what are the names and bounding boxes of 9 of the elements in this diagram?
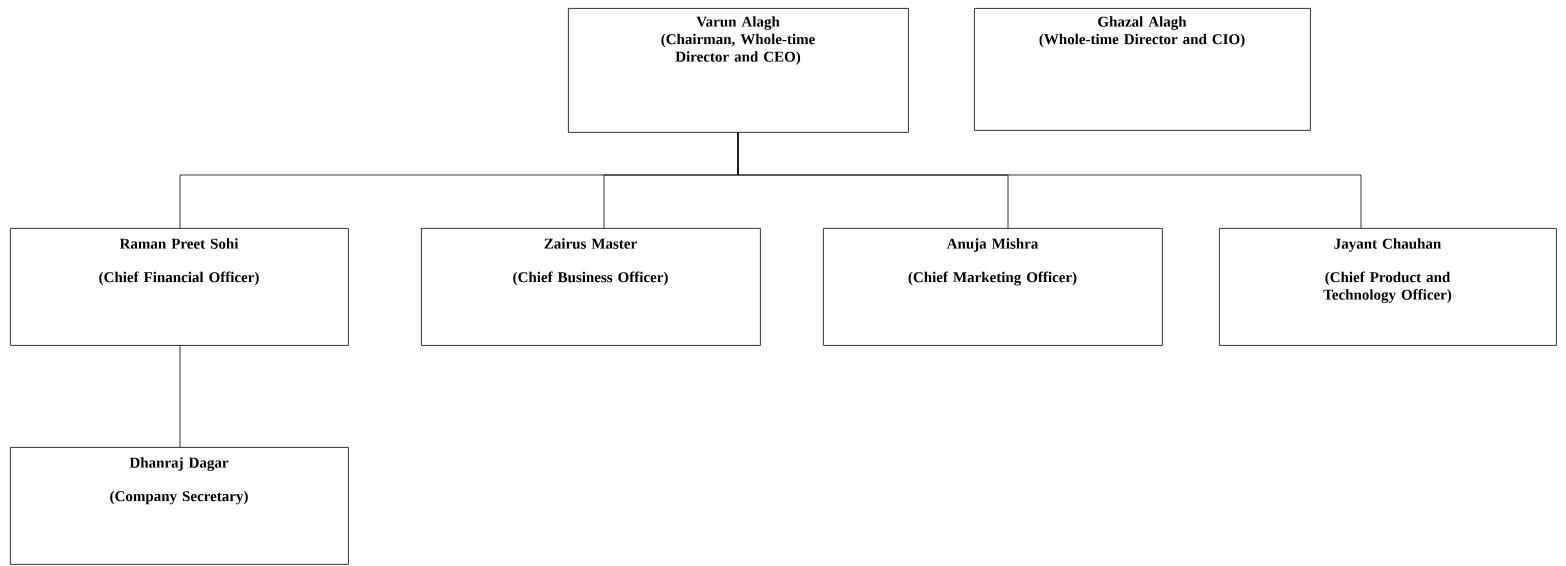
connector-line — [737, 131, 1362, 229]
org-box: Ghazal Alagh (Whole-time Director and CIO) — [974, 8, 1311, 131]
org-box: Varun Alagh (Chairman, Whole-time Director and CEO) — [568, 8, 909, 133]
org-box: Zairus Master (Chief Business Officer) — [421, 228, 761, 346]
connector-line — [179, 344, 181, 448]
org-box: Dhanraj Dagar (Company Secretary) — [10, 447, 349, 565]
org-box: Jayant Chauhan (Chief Product and Technology Officer) — [1219, 228, 1557, 346]
org-box: Anuja Mishra (Chief Marketing Officer) — [823, 228, 1163, 346]
org-box: Raman Preet Sohi (Chief Financial Officer) — [10, 228, 349, 346]
